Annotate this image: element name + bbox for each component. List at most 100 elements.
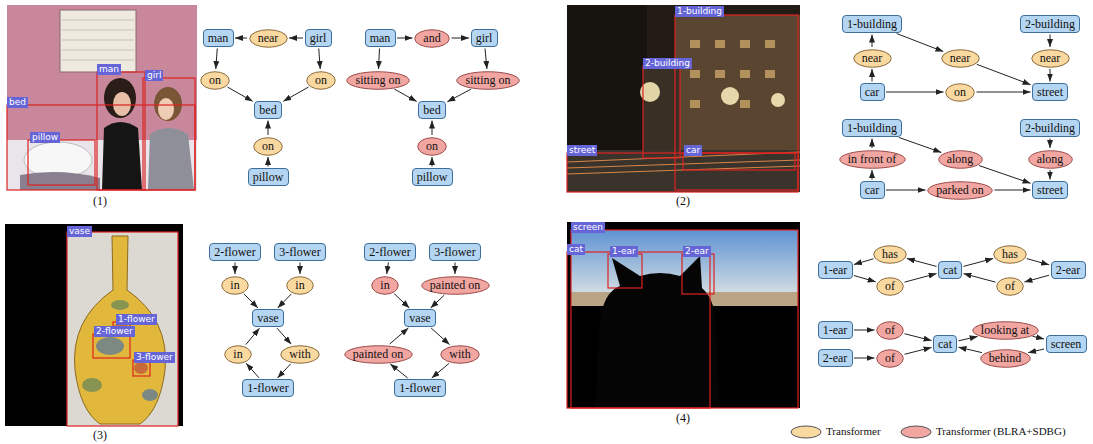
ellipse-shape <box>972 321 1038 339</box>
road <box>567 150 800 192</box>
object-box: cat <box>938 261 962 279</box>
node-label: bed <box>259 103 276 117</box>
relation-ellipse: with <box>280 345 320 364</box>
bounding-box <box>7 105 195 190</box>
object-box: 2-building <box>1020 15 1080 33</box>
node-label: on <box>315 73 327 87</box>
bounding-box <box>567 252 710 408</box>
object-box: 1-building <box>842 15 902 33</box>
ellipse-shape <box>372 276 399 294</box>
wall <box>7 5 197 190</box>
node-label: of <box>1005 279 1015 293</box>
object-box: 2-flower <box>209 243 261 261</box>
relation-ellipse: near <box>941 49 980 68</box>
relation-ellipse: in <box>221 276 249 295</box>
object-box: 2-flower <box>364 243 416 261</box>
bounding-box <box>567 153 798 192</box>
relation-ellipse: in <box>224 345 252 364</box>
node-label: sitting on <box>465 73 510 87</box>
ellipse-shape <box>938 150 982 168</box>
node-label: in <box>233 347 242 361</box>
node-label: of <box>885 351 895 365</box>
relation-ellipse: in <box>371 276 399 295</box>
node-label: 1-ear <box>823 263 848 277</box>
legend-swatch <box>790 425 822 439</box>
relation-arrow <box>431 328 449 345</box>
object-tag: girl <box>145 70 163 81</box>
relation-ellipse: painted on <box>344 345 413 364</box>
object-box: man <box>365 29 396 47</box>
relation-arrow <box>979 165 1031 183</box>
bounding-box <box>97 72 145 190</box>
relation-arrow <box>905 334 932 341</box>
relation-arrow <box>216 48 217 69</box>
relation-arrow <box>432 363 449 378</box>
flower-pattern <box>142 389 158 401</box>
object-tag: 2-flower <box>94 326 135 337</box>
node-label: 1-flower <box>247 381 288 395</box>
relation-ellipse: painted on <box>421 276 490 295</box>
node-label: 2-ear <box>823 351 848 365</box>
relation-arrow <box>227 87 252 101</box>
node-label: in <box>230 278 239 292</box>
node-label: street <box>1037 85 1063 99</box>
object-box: street <box>1032 83 1068 101</box>
face <box>113 92 131 116</box>
relation-arrow <box>277 328 291 344</box>
ellipse-shape <box>980 349 1030 367</box>
street-lamp <box>721 87 739 105</box>
object-tag: 1-flower <box>116 314 157 325</box>
object-box: 1-building <box>842 119 902 137</box>
relation-arrow <box>963 258 993 266</box>
backdrop <box>67 232 178 426</box>
object-box: vase <box>252 309 284 327</box>
object-box: cat <box>933 335 957 353</box>
relation-arrow <box>390 364 407 378</box>
node-label: bed <box>423 103 440 117</box>
object-tag: bed <box>7 97 28 108</box>
relation-arrow <box>394 294 409 308</box>
node-label: painted on <box>430 278 480 292</box>
node-label: near <box>258 31 279 45</box>
ellipse-shape <box>307 71 336 89</box>
window <box>60 10 136 72</box>
node-label: on <box>954 85 966 99</box>
ellipse-shape <box>1028 150 1072 168</box>
node-label: and <box>423 31 440 45</box>
node-label: 1-building <box>847 121 897 135</box>
ellipse-shape <box>946 83 975 101</box>
panel-caption: (4) <box>676 411 690 425</box>
body <box>102 122 142 190</box>
node-label: vase <box>257 311 278 325</box>
relation-arrow <box>244 294 258 308</box>
relation-ellipse: near <box>1031 49 1070 68</box>
relation-arrow <box>319 48 320 69</box>
photo-street <box>567 5 800 192</box>
relation-arrow <box>854 259 874 265</box>
node-label: behind <box>989 351 1022 365</box>
node-label: 2-building <box>1025 121 1075 135</box>
relation-arrow <box>246 363 259 378</box>
flower-pattern <box>134 362 148 374</box>
object-box: street <box>1032 181 1068 199</box>
photo-room <box>7 5 197 190</box>
relation-ellipse: behind <box>980 349 1031 368</box>
ellipse-shape <box>877 277 904 295</box>
node-label: has <box>1002 247 1018 261</box>
relation-arrow <box>958 336 977 340</box>
relation-arrow <box>963 274 995 283</box>
node-label: painted on <box>353 347 403 361</box>
relation-arrow <box>977 64 1031 84</box>
relation-arrow <box>452 38 470 39</box>
node-label: man <box>208 31 229 45</box>
relation-arrow <box>390 328 409 344</box>
bounding-box <box>608 254 642 288</box>
relation-arrow <box>1033 336 1045 339</box>
relation-arrow <box>387 262 389 274</box>
node-label: vase <box>409 311 430 325</box>
hair <box>154 87 182 121</box>
node-label: pillow <box>253 170 284 184</box>
relation-ellipse: on <box>417 137 447 156</box>
